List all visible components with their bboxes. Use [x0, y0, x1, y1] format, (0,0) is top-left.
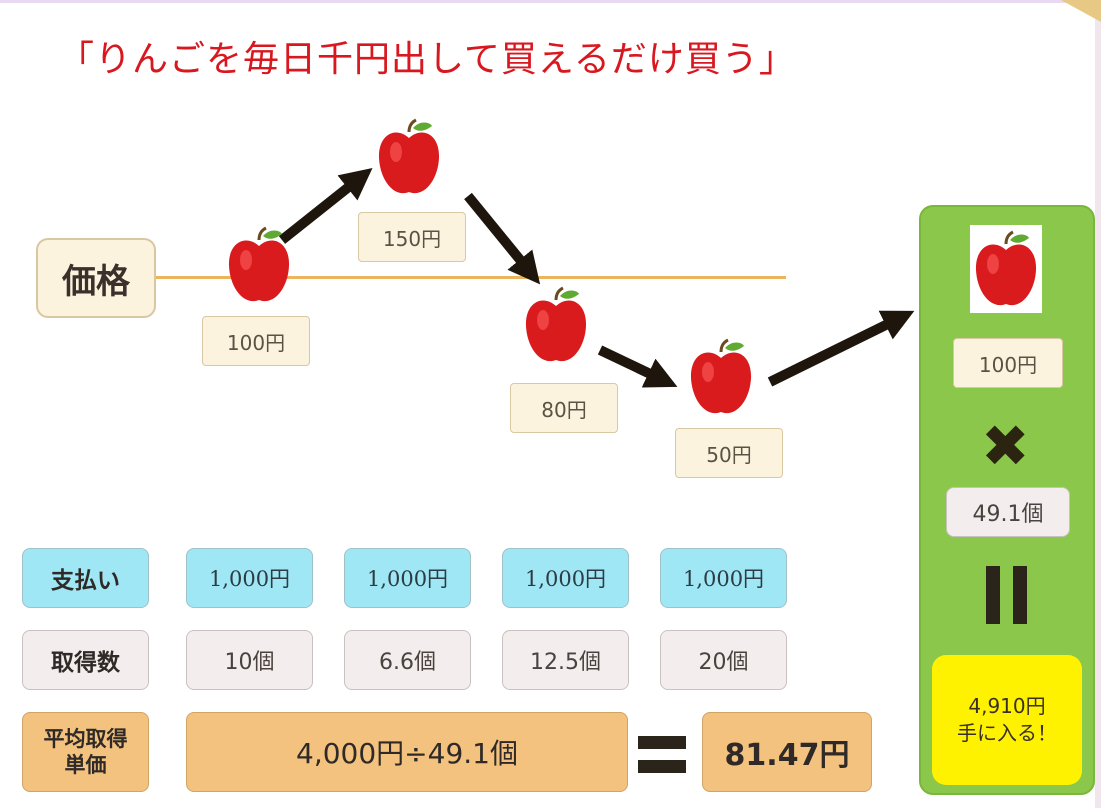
corner-decoration: [1061, 0, 1101, 22]
acquired-cell: 6.6個: [344, 630, 471, 690]
acquired-cell: 20個: [660, 630, 787, 690]
acquired-cell: 10個: [186, 630, 313, 690]
acquired-cell: 12.5個: [502, 630, 629, 690]
arrow-down: [464, 192, 541, 285]
summary-price: 100円: [953, 338, 1063, 388]
price-tag: 50円: [675, 428, 783, 478]
arrow-to-summary: [767, 310, 915, 387]
times-icon: ✖: [981, 412, 1030, 480]
average-formula: 4,000円÷49.1個: [186, 712, 628, 792]
apple-icon: [378, 118, 440, 194]
equals-icon-right: [1013, 566, 1027, 624]
price-baseline: [156, 276, 786, 279]
price-tag: 100円: [202, 316, 310, 366]
payment-cell: 1,000円: [186, 548, 313, 608]
payment-cell: 1,000円: [660, 548, 787, 608]
payment-cell: 1,000円: [502, 548, 629, 608]
acquired-row-label: 取得数: [22, 630, 149, 690]
apple-icon: [975, 230, 1037, 306]
average-row-label: 平均取得 単価: [22, 712, 149, 792]
summary-result: 4,910円 手に入る！: [932, 655, 1082, 785]
equals-icon-bottom: [638, 760, 686, 773]
average-label-line2: 単価: [64, 753, 107, 777]
payment-row-label: 支払い: [22, 548, 149, 608]
price-tag: 80円: [510, 383, 618, 433]
arrow-up: [278, 168, 373, 244]
apple-icon: [690, 338, 752, 414]
price-label: 価格: [36, 238, 156, 318]
apple-icon: [228, 226, 290, 302]
summary-result-amount: 4,910円: [968, 694, 1046, 718]
arrow-down-small: [597, 345, 678, 388]
page-title: 「りんごを毎日千円出して買えるだけ買う」: [58, 39, 796, 80]
equals-icon-top: [638, 736, 686, 749]
equals-icon-left: [986, 566, 1000, 624]
summary-result-text: 手に入る！: [957, 721, 1057, 745]
average-label-line1: 平均取得: [43, 726, 128, 751]
price-tag: 150円: [358, 212, 466, 262]
average-result: 81.47円: [702, 712, 872, 792]
payment-cell: 1,000円: [344, 548, 471, 608]
apple-icon: [525, 286, 587, 362]
summary-quantity: 49.1個: [946, 487, 1070, 537]
